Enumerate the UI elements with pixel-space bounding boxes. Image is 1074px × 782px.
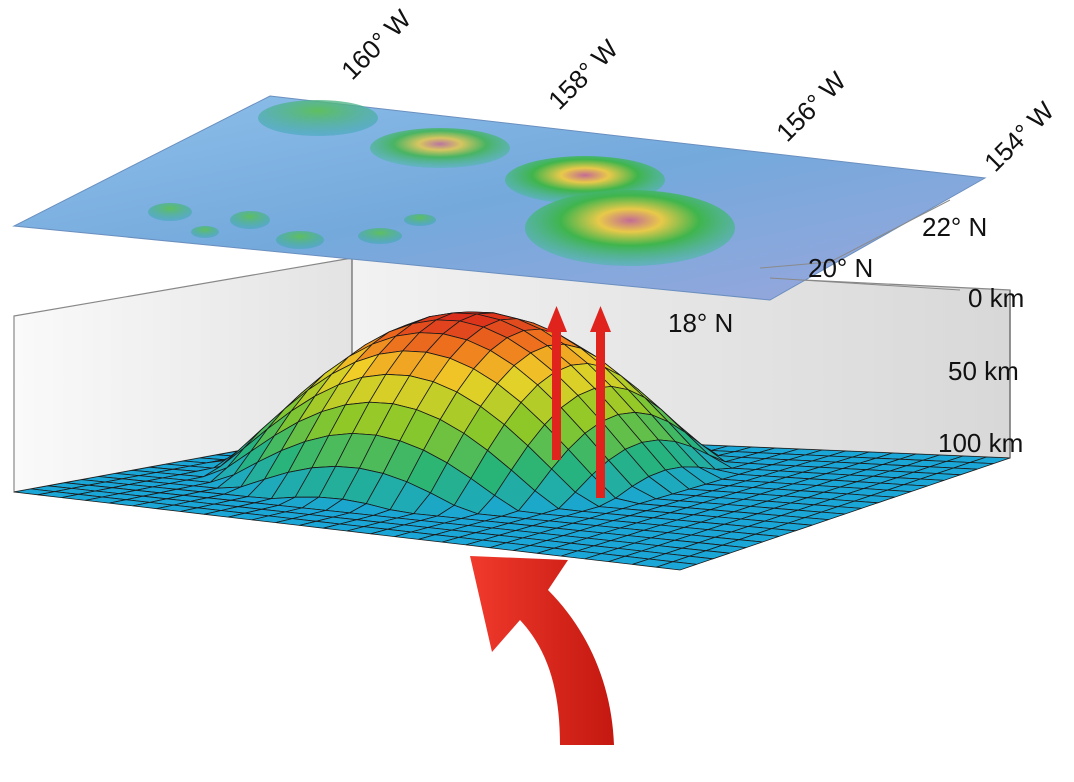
- upwelling-arrow-icon: [590, 306, 611, 498]
- mesh-cell: [656, 561, 697, 571]
- depth-label: 100 km: [938, 428, 1024, 458]
- island-hawaii: [525, 190, 735, 266]
- seamount-4: [358, 228, 402, 244]
- island-oahu: [370, 128, 510, 168]
- mantle-mesh: [13, 311, 1011, 571]
- seamount-5: [191, 226, 219, 238]
- sea-floor-plate: [12, 95, 987, 301]
- upwelling-arrow-icon: [546, 306, 567, 460]
- seamount-6: [404, 214, 436, 226]
- upwelling-arrows: [546, 306, 611, 498]
- latitude-label: 22° N: [922, 212, 988, 242]
- latitude-label: 20° N: [808, 253, 874, 283]
- seamount-3: [276, 231, 324, 249]
- depth-label: 0 km: [968, 283, 1025, 313]
- seamount-2: [230, 211, 270, 229]
- curved-flow-arrow-icon: [470, 556, 614, 745]
- island-kauai: [258, 100, 378, 136]
- latitude-label: 18° N: [668, 308, 734, 338]
- bathymetry-map: [12, 95, 987, 301]
- seamount-1: [148, 203, 192, 221]
- depth-label: 50 km: [948, 356, 1019, 386]
